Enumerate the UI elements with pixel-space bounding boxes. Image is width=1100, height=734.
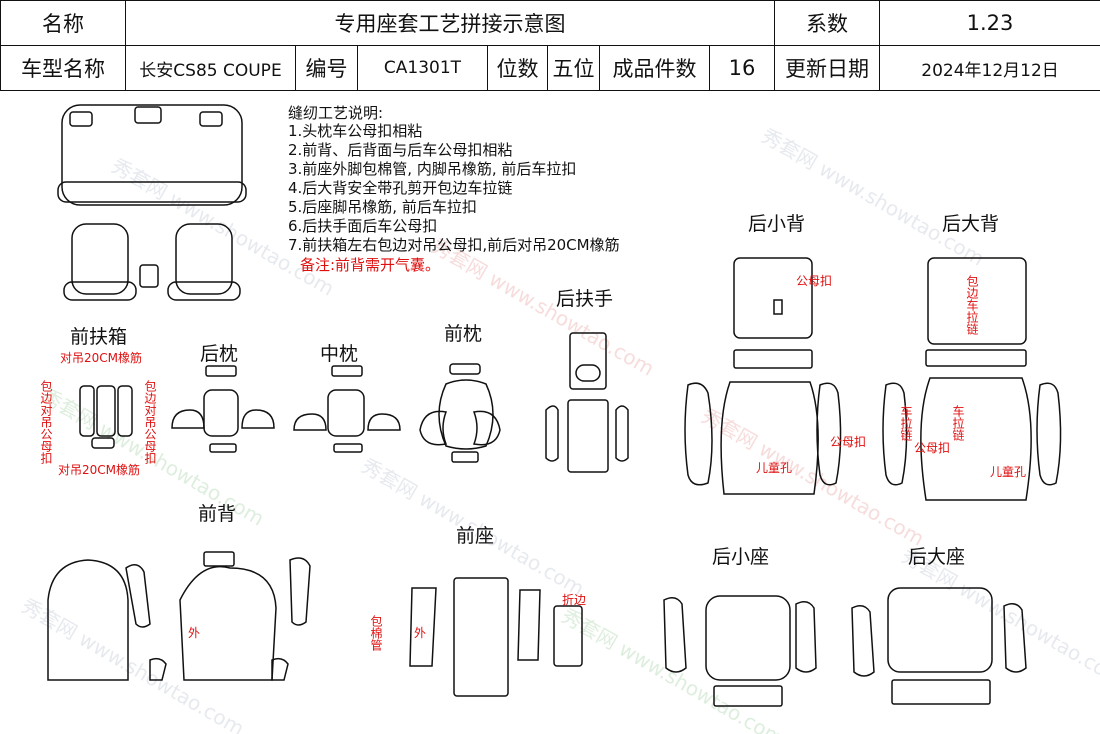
front-seat-tube: 包棉管 (369, 615, 383, 652)
watermark-8: 秀套网 www.showtao.com (558, 604, 789, 734)
sewing-notes: 缝纫工艺说明: 1.头枕车公母扣相粘 2.前背、后背面与后车公母扣相粘 3.前座… (288, 104, 620, 274)
watermark-6: 秀套网 www.showtao.com (698, 404, 929, 551)
big-back-left-zipper: 车拉链 (899, 404, 913, 441)
note-item: 1.头枕车公母扣相粘 (288, 122, 422, 140)
seats-label: 位数 (487, 45, 548, 91)
watermark-3: 秀套网 www.showtao.com (758, 124, 989, 271)
big-back-right-zipper: 车拉链 (951, 404, 965, 441)
rear-seat-overview (61, 104, 243, 206)
notes-title: 缝纫工艺说明: (288, 104, 383, 122)
rear-armrest-pieces (545, 332, 629, 473)
section-front-headrest: 前枕 (444, 323, 482, 345)
pieces-label: 成品件数 (599, 45, 710, 91)
model-label: 车型名称 (0, 45, 126, 91)
small-back-child-hole: 儿童孔 (756, 460, 792, 475)
seat-overview (57, 104, 247, 301)
rear-small-back-pieces: 公母扣 公母扣 儿童孔 (684, 257, 866, 495)
front-seat-pieces: 包棉管 外 折边 (369, 577, 586, 697)
name-label: 名称 (0, 0, 126, 46)
section-rear-big-back: 后大背 (942, 213, 999, 235)
section-mid-headrest: 中枕 (320, 343, 358, 365)
note-item: 2.前背、后背面与后车公母扣相粘 (288, 141, 512, 159)
pattern-diagram: 秀套网 www.showtao.com 秀套网 www.showtao.com … (18, 104, 1100, 734)
front-seat-left-overview (71, 223, 129, 295)
front-console-pieces: 对吊20CM橡筋 对吊20CM橡筋 包边对吊公母扣 包边对吊公母扣 (39, 350, 157, 477)
mid-headrest-pieces (293, 365, 401, 453)
front-headrest-pieces (419, 363, 501, 463)
seats-value: 五位 (547, 45, 600, 91)
section-rear-small-back: 后小背 (748, 213, 805, 235)
small-back-snap: 公母扣 (796, 274, 832, 288)
section-rear-small-seat: 后小座 (712, 546, 769, 568)
note-item: 6.后扶手面后车公母扣 (288, 217, 437, 235)
big-back-child-hole: 儿童孔 (990, 464, 1026, 479)
front-seat-right-overview (175, 223, 233, 295)
model-value: 长安CS85 COUPE (125, 45, 296, 91)
date-value: 2024年12月12日 (879, 45, 1100, 91)
pieces-value: 16 (708, 45, 776, 91)
section-rear-big-seat: 后大座 (908, 546, 965, 568)
console-top-note: 对吊20CM橡筋 (60, 350, 142, 365)
front-back-outer: 外 (188, 626, 200, 640)
section-rear-armrest: 后扶手 (556, 288, 613, 310)
rear-small-seat-pieces (663, 595, 817, 707)
console-overview (139, 264, 159, 288)
front-seat-outer: 外 (414, 626, 426, 640)
section-front-back: 前背 (198, 503, 236, 525)
code-label: 编号 (295, 45, 358, 91)
small-back-snap-2: 公母扣 (830, 435, 866, 449)
console-right-note: 包边对吊公母扣 (143, 380, 157, 465)
rear-headrest-pieces (171, 365, 275, 453)
watermark-2: 秀套网 www.showtao.com (428, 234, 659, 381)
note-item: 7.前扶箱左右包边对吊公母扣,前后对吊20CM橡筋 (288, 236, 620, 254)
date-label: 更新日期 (774, 45, 881, 91)
code-value: CA1301T (357, 45, 488, 91)
big-back-zipper: 包边车拉链 (965, 275, 979, 335)
note-item: 4.后大背安全带孔剪开包边车拉链 (288, 179, 512, 197)
note-item: 3.前座外脚包棉管, 内脚吊橡筋, 前后车拉扣 (288, 160, 576, 178)
front-back-pieces: 外 (47, 551, 311, 681)
rear-big-seat-pieces (851, 587, 1027, 705)
header-table: 名称 专用座套工艺拼接示意图 系数 1.23 车型名称 长安CS85 COUPE… (0, 0, 1100, 91)
coef-label: 系数 (774, 0, 881, 46)
sheet-title: 专用座套工艺拼接示意图 (124, 0, 776, 46)
section-front-console: 前扶箱 (70, 326, 127, 348)
console-left-note: 包边对吊公母扣 (39, 380, 53, 465)
rear-big-back-pieces: 包边车拉链 车拉链 车拉链 公母扣 儿童孔 (882, 257, 1062, 501)
notes-remark: 备注:前背需开气囊。 (300, 256, 440, 274)
section-rear-headrest: 后枕 (200, 343, 238, 365)
note-item: 5.后座脚吊橡筋, 前后车拉扣 (288, 198, 477, 216)
watermark-7: 秀套网 www.showtao.com (18, 594, 249, 734)
front-seat-fold: 折边 (562, 592, 586, 607)
console-bottom-note: 对吊20CM橡筋 (58, 462, 140, 477)
section-front-seat: 前座 (456, 525, 494, 547)
coef-value: 1.23 (879, 0, 1100, 46)
big-back-snap: 公母扣 (914, 441, 950, 455)
